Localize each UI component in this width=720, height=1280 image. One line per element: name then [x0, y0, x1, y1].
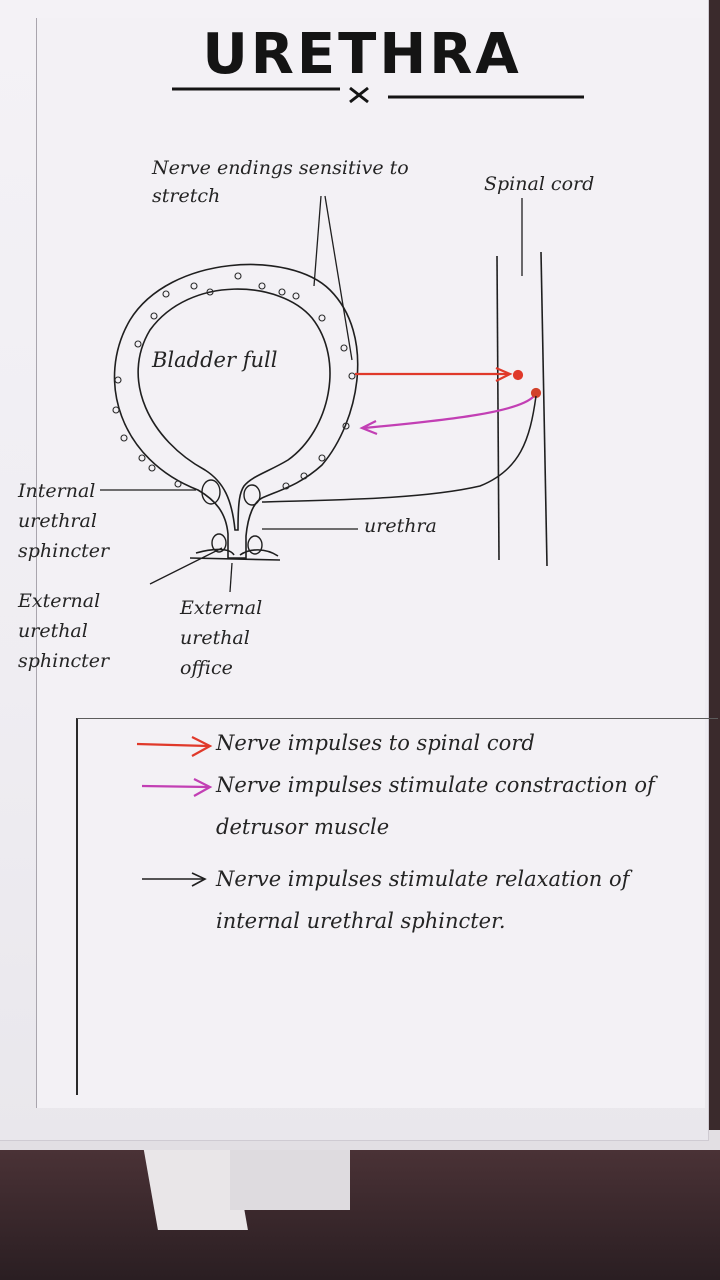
spinal-cord-shape: [496, 251, 548, 567]
black-nerve-path: [261, 395, 537, 503]
legend-arrows: [136, 736, 213, 887]
legend-item-black: Nerve impulses stimulate relaxation of i…: [216, 867, 630, 933]
legend-arrow-red: [136, 736, 213, 757]
paper-inner-margin: [36, 18, 705, 1108]
label-spinal-cord: Spinal cord: [484, 173, 595, 195]
bladder-wall-dots: [112, 272, 356, 490]
title-underline: [172, 86, 584, 104]
label-nerve-endings: Nerve endings sensitive to stretch: [152, 157, 409, 207]
label-external-sphincter: External urethal sphincter: [18, 590, 110, 672]
legend-item-red: Nerve impulses to spinal cord: [216, 731, 535, 755]
bladder-shape: [113, 263, 359, 561]
page-title: URETHRA: [202, 22, 522, 87]
pointer-lines: [100, 195, 523, 593]
purple-nerve-arrow: [359, 387, 542, 436]
legend-arrow-black: [142, 872, 207, 887]
label-urethra: urethra: [364, 515, 437, 537]
label-internal-sphincter: Internal urethral sphincter: [18, 480, 110, 562]
label-external-orifice: External urethal office: [180, 597, 263, 679]
legend-box: [76, 718, 718, 1095]
background-surface: [0, 1150, 720, 1280]
legend-arrow-purple: [141, 778, 213, 797]
sphincter-shapes: [201, 479, 263, 555]
label-bladder: Bladder full: [152, 348, 278, 372]
legend-item-purple: Nerve impulses stimulate constraction of…: [216, 773, 655, 839]
red-nerve-arrow: [355, 366, 524, 382]
paper-sheet: [0, 0, 709, 1141]
loose-sheet-2: [230, 1140, 350, 1210]
